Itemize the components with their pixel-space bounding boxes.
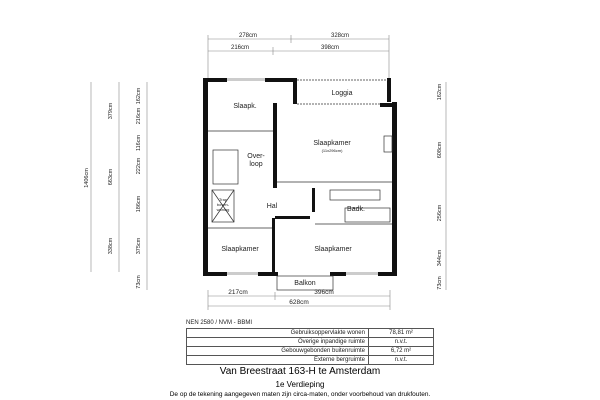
bottom-dimensions: 217cm 396cm 628cm — [207, 289, 391, 310]
walls — [203, 78, 397, 291]
room-slaapkamer-main: Slaapkamer — [313, 140, 351, 147]
room-trap: Trap — [219, 197, 228, 202]
left-dimensions: 1406cm 379cm 663cm 338cm 162cm 216cm 116… — [84, 82, 148, 290]
dim-bottom-total: 628cm — [289, 299, 309, 306]
dim-right: 344cm — [437, 249, 443, 266]
row-label: Gebouwgebonden buitenruimte — [186, 346, 369, 356]
row-label: Gebruiksoppervlakte wonen — [186, 328, 369, 338]
dim-left-detail: 162cm — [136, 87, 142, 104]
room-loggia: Loggia — [331, 90, 352, 97]
right-dimensions: 162cm 608cm 256cm 344cm 73cm — [437, 82, 447, 290]
dim-left-detail: 375cm — [136, 237, 142, 254]
room-slaapkamer-right: Slaapkamer — [314, 246, 352, 253]
row-value: n.v.t. — [368, 337, 434, 347]
room-slaapkamer-size: (11x296cm) — [322, 148, 343, 153]
top-dimensions: 278cm 328cm 216cm 398cm — [207, 33, 390, 80]
room-trap: boven- — [217, 202, 230, 207]
room-balkon: Balkon — [294, 280, 316, 287]
dim-left-detail: 216cm — [136, 107, 142, 124]
dim-bottom-1: 217cm — [228, 289, 248, 296]
dim-right: 162cm — [437, 83, 443, 100]
dim-right: 256cm — [437, 204, 443, 221]
row-label: Overige inpandige ruimte — [186, 337, 369, 347]
dim-left-total: 1406cm — [84, 168, 90, 188]
dim-left-mid: 338cm — [108, 237, 114, 254]
room-labels: Slaapk. Loggia Slaapkamer (11x296cm) Ove… — [217, 90, 365, 287]
disclaimer-note: De op de tekening aangegeven maten zijn … — [169, 391, 431, 398]
room-hal: Hal — [267, 203, 278, 210]
room-overloop: loop — [249, 161, 262, 168]
dim-bottom-2: 396cm — [314, 289, 334, 296]
dim-right: 608cm — [437, 141, 443, 158]
room-badk: Badk. — [347, 206, 365, 213]
dim-left-mid: 379cm — [108, 102, 114, 119]
dim-top-1: 278cm — [239, 33, 257, 39]
plan-title: Van Breestraat 163-H te Amsterdam — [219, 366, 381, 377]
dim-top-2: 328cm — [331, 33, 349, 39]
room-slaapk: Slaapk. — [233, 103, 256, 110]
dim-left-detail: 116cm — [136, 135, 142, 152]
row-value: 6,72 m² — [368, 346, 434, 356]
dim-left-detail: 186cm — [136, 195, 142, 212]
room-overloop: Over- — [247, 153, 265, 160]
dim-left-detail: 73cm — [136, 275, 142, 289]
row-value: 78,81 m² — [368, 328, 434, 338]
area-table-block: NEN 2580 / NVM - BBMI Gebruiksoppervlakt… — [186, 320, 436, 365]
dim-left-mid: 663cm — [108, 168, 114, 185]
dim-top-3: 216cm — [231, 45, 249, 51]
norm-label: NEN 2580 / NVM - BBMI — [186, 320, 253, 326]
dim-top-4: 398cm — [321, 45, 339, 51]
dim-right: 73cm — [437, 276, 443, 290]
row-value: n.v.t. — [368, 355, 434, 365]
room-trap: woning — [217, 207, 230, 212]
row-label: Externe bergruimte — [186, 355, 369, 365]
dim-left-detail: 222cm — [136, 157, 142, 174]
floor-subtitle: 1e Verdieping — [275, 380, 325, 389]
room-slaapkamer-left: Slaapkamer — [221, 246, 259, 253]
